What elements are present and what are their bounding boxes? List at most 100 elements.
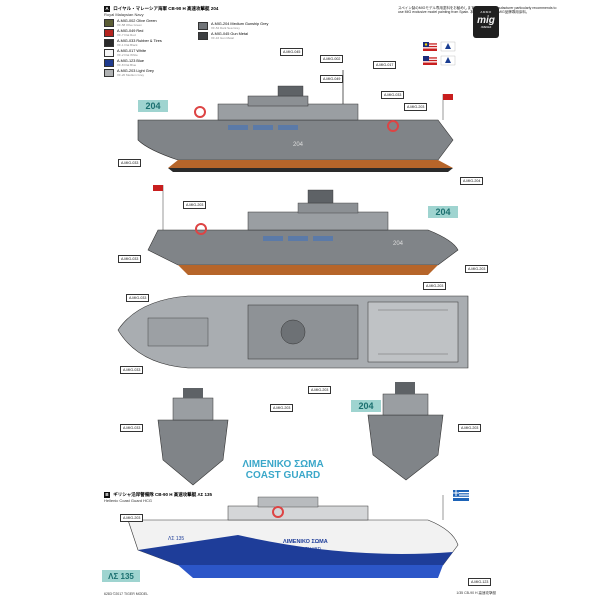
callout-label: A.MIG-204 [460, 177, 484, 185]
ensign-flag-icon [440, 41, 456, 52]
paint-swatch [198, 32, 208, 40]
paint-code-name: A.MIG-002 Olive Green [117, 19, 157, 23]
ensign-flag-icon [440, 55, 456, 66]
section-a-subtitle: Royal Malaysian Navy [104, 12, 144, 17]
callout-label: A.MIG-033 [120, 366, 144, 374]
brand-top: AMMO [480, 10, 492, 14]
callout-label: A.MIG-017 [373, 61, 397, 69]
paint-code-name: A.MIG-017 White [117, 49, 147, 53]
paint-code-name: A.MIG-123 Blue [117, 59, 145, 63]
paint-swatch [104, 39, 114, 47]
boat-top-view [117, 295, 469, 369]
paint-sub: XF-16 Gun Metal [211, 36, 234, 40]
section-b-code: HCG [143, 498, 153, 503]
callout-label: A.MIG-123 [468, 578, 492, 586]
hull-number-b: ΛΣ 135 [108, 572, 134, 581]
flag-icon [423, 56, 437, 65]
hull-number-badge: ΛΣ 135 [102, 570, 140, 582]
paint-sub: XF-7 Flat Red [117, 33, 136, 37]
section-a-marker: A [104, 6, 110, 12]
section-b-marker: B [104, 492, 110, 498]
paint-sub: XF-1 Flat Black [117, 43, 138, 47]
callout-label: A.MIG-045 [280, 48, 304, 56]
paint-swatch [198, 22, 208, 30]
instruction-sheet: A ロイヤル・マレーシア海軍 CB-90 H 高速攻撃艇 204 Royal M… [98, 0, 556, 600]
callout-label: A.MIG-203 [465, 265, 489, 273]
side-text-english-small: COAST GUARD [288, 546, 322, 551]
hull-number-a3: 204 [358, 401, 373, 411]
boat-rear-view [367, 382, 444, 481]
callout-label: A.MIG-049 [320, 75, 344, 83]
paint-swatch [104, 59, 114, 67]
mig-logo: AMMO mig JIMENEZ [473, 6, 499, 38]
callout-label: A.MIG-203 [183, 201, 207, 209]
paint-swatch [104, 49, 114, 57]
brand-logo: mig [477, 15, 495, 26]
greek-flag-icon [453, 490, 469, 501]
brand-sub: JIMENEZ [480, 26, 492, 29]
section-b-subtitle: Hellenic Coast Guard [104, 498, 143, 503]
callout-label: A.MIG-033 [120, 424, 144, 432]
callout-label: A.MIG-033 [126, 294, 150, 302]
paint-swatch [104, 29, 114, 37]
callout-label: A.MIG-033 [118, 255, 142, 263]
hull-number-hcg: ΛΣ 135 [168, 536, 184, 542]
flag-icon [423, 42, 437, 51]
side-text-greek-small: ΛΙΜΕΝΙΚΟ ΣΩΜΑ [283, 539, 328, 545]
hull-number-badge: 204 [351, 400, 381, 412]
paint-sub: XF-54 Dark Sea Grey [211, 26, 240, 30]
hull-number-badge: 204 [138, 100, 168, 112]
hull-number-side-1: 204 [293, 142, 304, 148]
callout-label: A.MIG-033 [381, 91, 405, 99]
section-b-hull-no: ΛΣ 135 [197, 492, 213, 497]
callout-label: A.MIG-002 [320, 55, 344, 63]
footer-left: 6283 ©2017 TIGER MODEL [104, 592, 149, 596]
callout-label: A.MIG-203 [423, 282, 447, 290]
paint-swatch [104, 69, 114, 77]
callout-label: A.MIG-203 [120, 514, 144, 522]
callout-label: A.MIG-203 [308, 386, 332, 394]
section-b-header: B ギリシャ沿岸警備隊 CB-90 H 高速攻撃艇 ΛΣ 135 Helleni… [104, 492, 304, 503]
boat-front-view [157, 388, 229, 486]
paint-swatch [104, 19, 114, 27]
coast-guard-greek: ΛΙΜΕΝΙΚΟ ΣΩΜΑ [242, 459, 323, 470]
paint-sub: XF-8 Flat Blue [117, 63, 137, 67]
paint-sub: XF-58 Olive Green [117, 23, 143, 27]
section-a-title-text: ロイヤル・マレーシア海軍 CB-90 H 高速攻撃艇 [113, 6, 210, 11]
paint-code-name: A.MIG-045 Gun Metal [211, 32, 248, 36]
section-b-title-text: ギリシャ沿岸警備隊 CB-90 H 高速攻撃艇 [113, 492, 197, 497]
paint-code-name: A.MIG-033 Rubber & Tires [117, 39, 162, 43]
boat-side-view-hcg [127, 495, 459, 578]
boat-side-view-1 [137, 70, 454, 172]
section-a-header: A ロイヤル・マレーシア海軍 CB-90 H 高速攻撃艇 204 Royal M… [104, 6, 324, 77]
hull-number-a1: 204 [145, 101, 160, 111]
callout-label: A.MIG-203 [458, 424, 482, 432]
section-b-title: B ギリシャ沿岸警備隊 CB-90 H 高速攻撃艇 ΛΣ 135 [104, 492, 304, 498]
paint-sub: XF-2 Flat White [117, 53, 138, 57]
hull-number-badge: 204 [428, 206, 458, 218]
callout-label: A.MIG-203 [404, 103, 428, 111]
coast-guard-english: COAST GUARD [246, 470, 320, 481]
paint-sub: XF-20 Medium Grey [117, 73, 145, 77]
hull-number-side-2: 204 [393, 241, 404, 247]
section-a-hull-no: 204 [210, 6, 219, 11]
hull-number-a2: 204 [435, 207, 450, 217]
